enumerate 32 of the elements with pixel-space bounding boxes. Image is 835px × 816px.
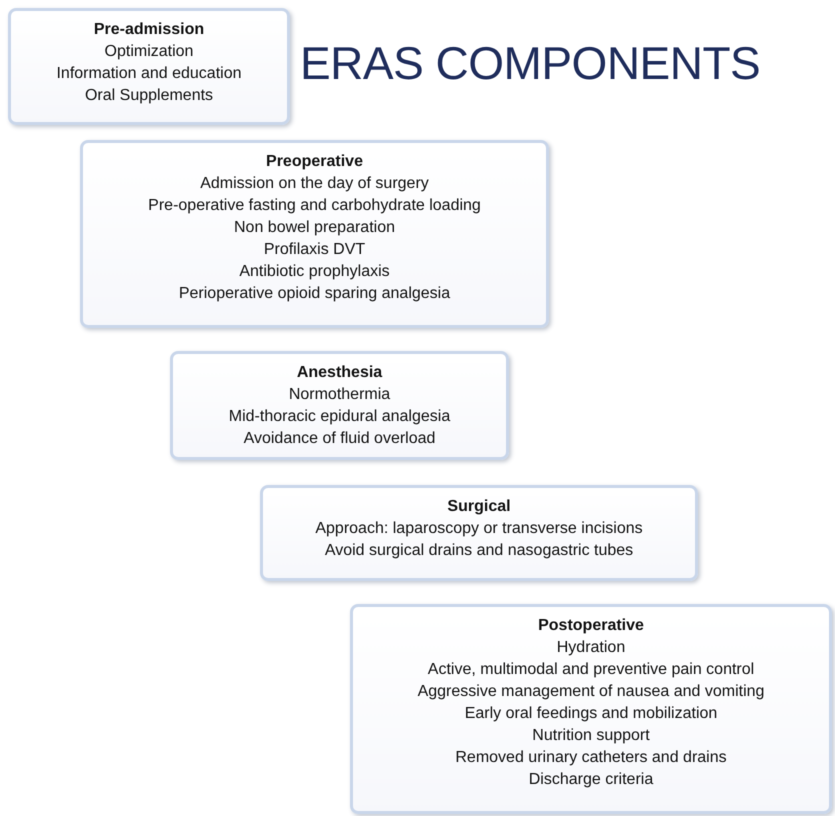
stage-card — [350, 604, 832, 814]
component-item: Non bowel preparation — [234, 218, 395, 238]
component-item: Antibiotic prophylaxis — [239, 262, 390, 282]
stage-heading: Anesthesia — [296, 363, 382, 383]
component-item: Mid-thoracic epidural analgesia — [228, 407, 450, 427]
stage-heading: Preoperative — [266, 152, 363, 172]
component-item: Avoidance of fluid overload — [244, 429, 436, 449]
component-item: Removed urinary catheters and drains — [455, 748, 727, 768]
component-item: Oral Supplements — [84, 86, 214, 106]
stage-card — [80, 140, 549, 328]
component-item: Pre-operative fasting and carbohydrate loading — [148, 196, 481, 216]
component-item: Information and education — [56, 64, 242, 84]
stage-card — [260, 485, 698, 581]
component-item: Active, multimodal and preventive pain control — [428, 660, 754, 680]
stage-heading: Pre-admission — [94, 20, 204, 40]
diagram-title: ERAS COMPONENTS — [300, 36, 760, 90]
stage-card — [170, 351, 509, 460]
component-item: Profilaxis DVT — [264, 240, 366, 260]
stage-card — [8, 8, 290, 125]
stage-heading: Surgical — [447, 497, 511, 517]
component-item: Aggressive management of nausea and vomiting — [418, 682, 764, 702]
component-item: Nutrition support — [532, 726, 650, 746]
component-item: Early oral feedings and mobilization — [464, 704, 718, 724]
component-item: Normothermia — [288, 385, 390, 405]
component-item: Perioperative opioid sparing analgesia — [178, 284, 450, 304]
component-item: Hydration — [556, 638, 626, 658]
component-item: Optimization — [104, 42, 194, 62]
component-item: Admission on the day of surgery — [200, 174, 429, 194]
component-item: Approach: laparoscopy or transverse incisions — [315, 519, 643, 539]
stage-heading: Postoperative — [538, 616, 644, 636]
component-item: Avoid surgical drains and nasogastric tubes — [324, 541, 634, 561]
component-item: Discharge criteria — [528, 770, 654, 790]
